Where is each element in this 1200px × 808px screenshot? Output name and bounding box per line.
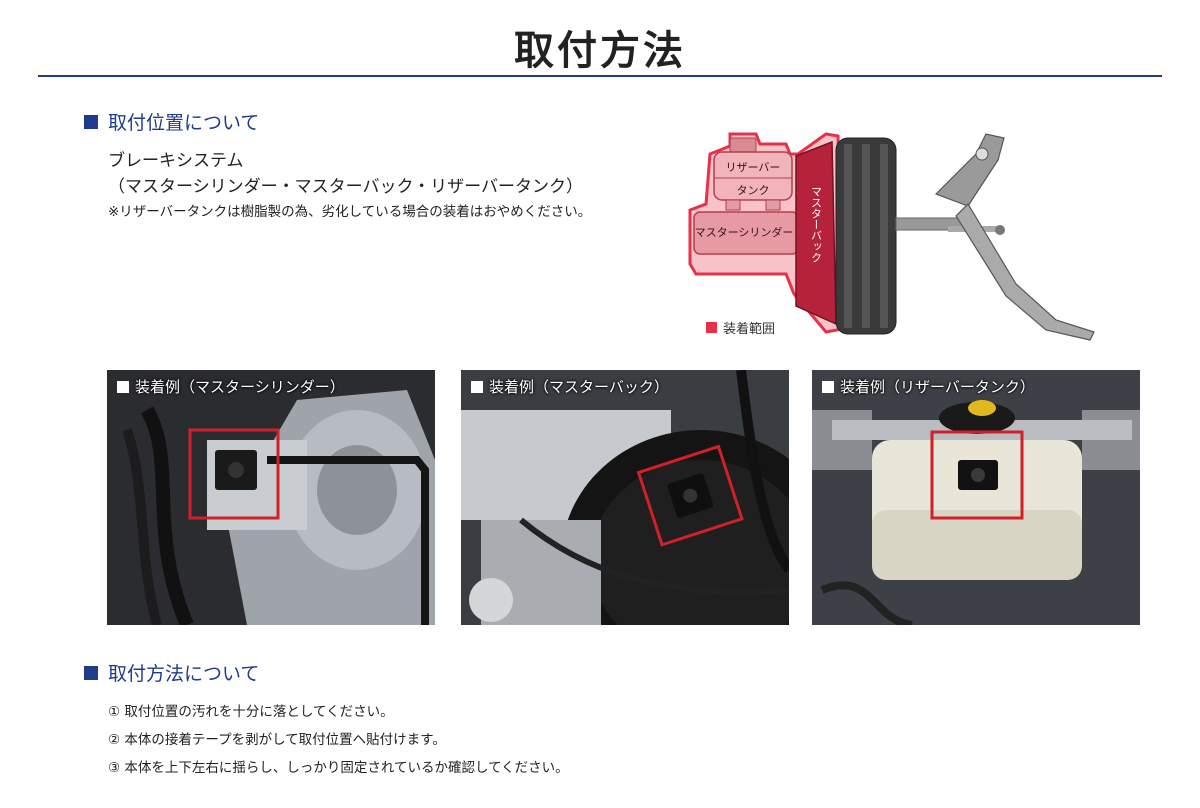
master-cylinder-label: マスターシリンダー bbox=[695, 225, 794, 239]
step-1: ① 取付位置の汚れを十分に落としてください。 bbox=[108, 704, 394, 720]
installation-steps: ① 取付位置の汚れを十分に落としてください。 ② 本体の接着テープを剥がして取付… bbox=[108, 698, 569, 782]
tank-label: タンク bbox=[737, 184, 770, 197]
photo-master-cylinder: 装着例（マスターシリンダー） bbox=[107, 370, 435, 625]
section-heading-text: 取付方法について bbox=[108, 663, 260, 685]
square-bullet-icon bbox=[84, 114, 98, 129]
reservoir-tank bbox=[713, 151, 793, 201]
photo-label: 装着例（リザーバータンク） bbox=[822, 376, 1035, 397]
photo-label-text: 装着例（マスターシリンダー） bbox=[135, 378, 345, 396]
reservoir-label: リザーバー bbox=[726, 161, 781, 174]
photo-label-text: 装着例（マスターバック） bbox=[489, 378, 669, 396]
photo-label-text: 装着例（リザーバータンク） bbox=[840, 378, 1035, 396]
reservoir-cap bbox=[729, 137, 757, 153]
step-2: ② 本体の接着テープを剥がして取付位置へ貼付けます。 bbox=[108, 732, 446, 748]
highlight-frame bbox=[188, 428, 280, 520]
title-divider bbox=[38, 75, 1162, 77]
brake-system-line: ブレーキシステム bbox=[108, 151, 244, 171]
position-description: ブレーキシステム （マスターシリンダー・マスターバック・リザーバータンク） ※リ… bbox=[108, 148, 591, 224]
master-back-label: マスターバック bbox=[810, 186, 823, 263]
highlight-frame bbox=[930, 430, 1024, 520]
page-title: 取付方法 bbox=[514, 28, 686, 74]
brake-parts-line: （マスターシリンダー・マスターバック・リザーバータンク） bbox=[108, 177, 583, 197]
white-square-icon bbox=[117, 380, 129, 393]
brake-pedal-arm bbox=[934, 133, 1005, 207]
caution-note: ※リザーバータンクは樹脂製の為、劣化している場合の装着はおやめください。 bbox=[108, 204, 592, 220]
section-heading-method: 取付方法について bbox=[84, 659, 259, 686]
photo-label: 装着例（マスターシリンダー） bbox=[117, 376, 345, 397]
highlight-frame bbox=[636, 444, 744, 547]
white-square-icon bbox=[471, 380, 483, 393]
photo-label: 装着例（マスターバック） bbox=[471, 376, 669, 397]
photo-reservoir-tank: 装着例（リザーバータンク） bbox=[812, 370, 1140, 625]
photo-master-back: 装着例（マスターバック） bbox=[461, 370, 789, 625]
section-heading-position: 取付位置について bbox=[84, 108, 259, 135]
legend-text: 装着範囲 bbox=[723, 322, 776, 337]
square-bullet-icon bbox=[84, 665, 98, 680]
white-square-icon bbox=[822, 380, 834, 393]
step-3: ③ 本体を上下左右に揺らし、しっかり固定されているか確認してください。 bbox=[108, 760, 569, 776]
brake-system-diagram: リザーバー タンク マスターシリンダー マスターバック 装着範囲 bbox=[686, 124, 1106, 342]
legend-square-icon bbox=[706, 322, 717, 333]
section-heading-text: 取付位置について bbox=[108, 112, 260, 134]
legend-mounting-range: 装着範囲 bbox=[706, 318, 775, 337]
